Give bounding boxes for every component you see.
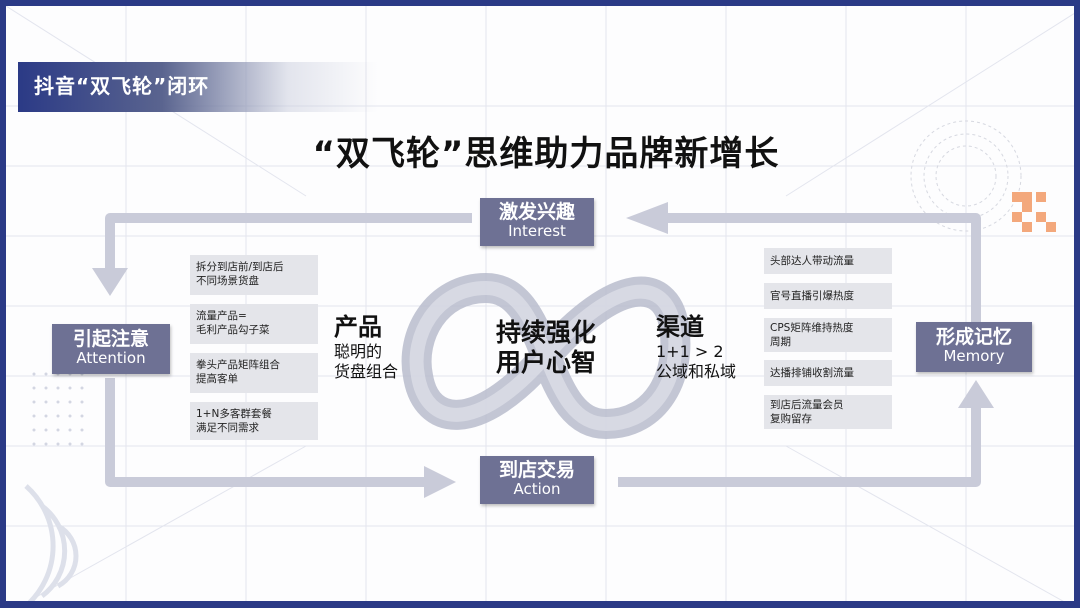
left-card-2: 流量产品= 毛利产品勾子菜	[190, 304, 318, 344]
product-heading: 产品	[334, 313, 382, 341]
right-card-5: 到店后流量会员 复购留存	[764, 395, 892, 429]
channel-subtitle: 1+1 > 2 公域和私域	[656, 342, 737, 381]
deco-rings	[24, 484, 79, 601]
right-card-2: 官号直播引爆热度	[764, 283, 892, 309]
right-card-1: 头部达人带动流量	[764, 248, 892, 274]
node-attention: 引起注意 Attention	[52, 324, 170, 374]
main-title: “双飞轮”思维助力品牌新增长	[312, 134, 780, 174]
arrow-action-to-memory	[618, 406, 981, 487]
center-line-2: 用户心智	[495, 348, 596, 377]
arrowhead-right-bottom	[424, 466, 456, 498]
infinity-loop	[401, 272, 691, 440]
left-card-4: 1+N多客群套餐 满足不同需求	[190, 402, 318, 440]
channel-block: 渠道 1+1 > 2 公域和私域	[656, 312, 736, 382]
flow-arrows	[92, 202, 994, 498]
center-text: 持续强化 用户心智	[6, 318, 1074, 378]
arrow-memory-to-interest	[666, 213, 981, 322]
left-card-1: 拆分到店前/到店后 不同场景货盘	[190, 255, 318, 295]
product-subtitle: 聪明的 货盘组合	[334, 342, 399, 381]
node-interest-en: Interest	[508, 222, 566, 240]
center-line-1: 持续强化	[495, 318, 596, 347]
node-action-en: Action	[513, 480, 561, 498]
node-interest: 激发兴趣 Interest	[480, 198, 594, 246]
deco-circles	[910, 120, 1022, 232]
arrow-interest-to-attention	[105, 213, 472, 271]
header-title: 抖音“双飞轮”闭环	[34, 74, 210, 98]
arrowhead-down-left	[92, 268, 128, 296]
arrow-attention-to-action	[105, 378, 426, 487]
node-interest-zh: 激发兴趣	[498, 201, 575, 223]
node-action: 到店交易 Action	[480, 456, 594, 504]
header-band	[18, 62, 378, 112]
arrowhead-left-top	[626, 202, 668, 234]
product-block: 产品 聪明的 货盘组合	[334, 312, 398, 382]
node-attention-zh: 引起注意	[72, 328, 149, 350]
node-memory-zh: 形成记忆	[935, 326, 1012, 348]
right-card-4: 达播排铺收割流量	[764, 360, 892, 386]
left-card-3: 拳头产品矩阵组合 提高客单	[190, 353, 318, 393]
node-action-zh: 到店交易	[498, 459, 575, 481]
deco-pixels	[1012, 192, 1056, 232]
channel-heading: 渠道	[656, 313, 704, 341]
node-attention-en: Attention	[76, 349, 146, 367]
node-memory-en: Memory	[943, 347, 1005, 365]
node-memory: 形成记忆 Memory	[916, 322, 1032, 372]
right-card-3: CPS矩阵维持热度 周期	[764, 318, 892, 352]
arrowhead-up-right	[958, 380, 994, 408]
background-grid	[6, 6, 1074, 601]
